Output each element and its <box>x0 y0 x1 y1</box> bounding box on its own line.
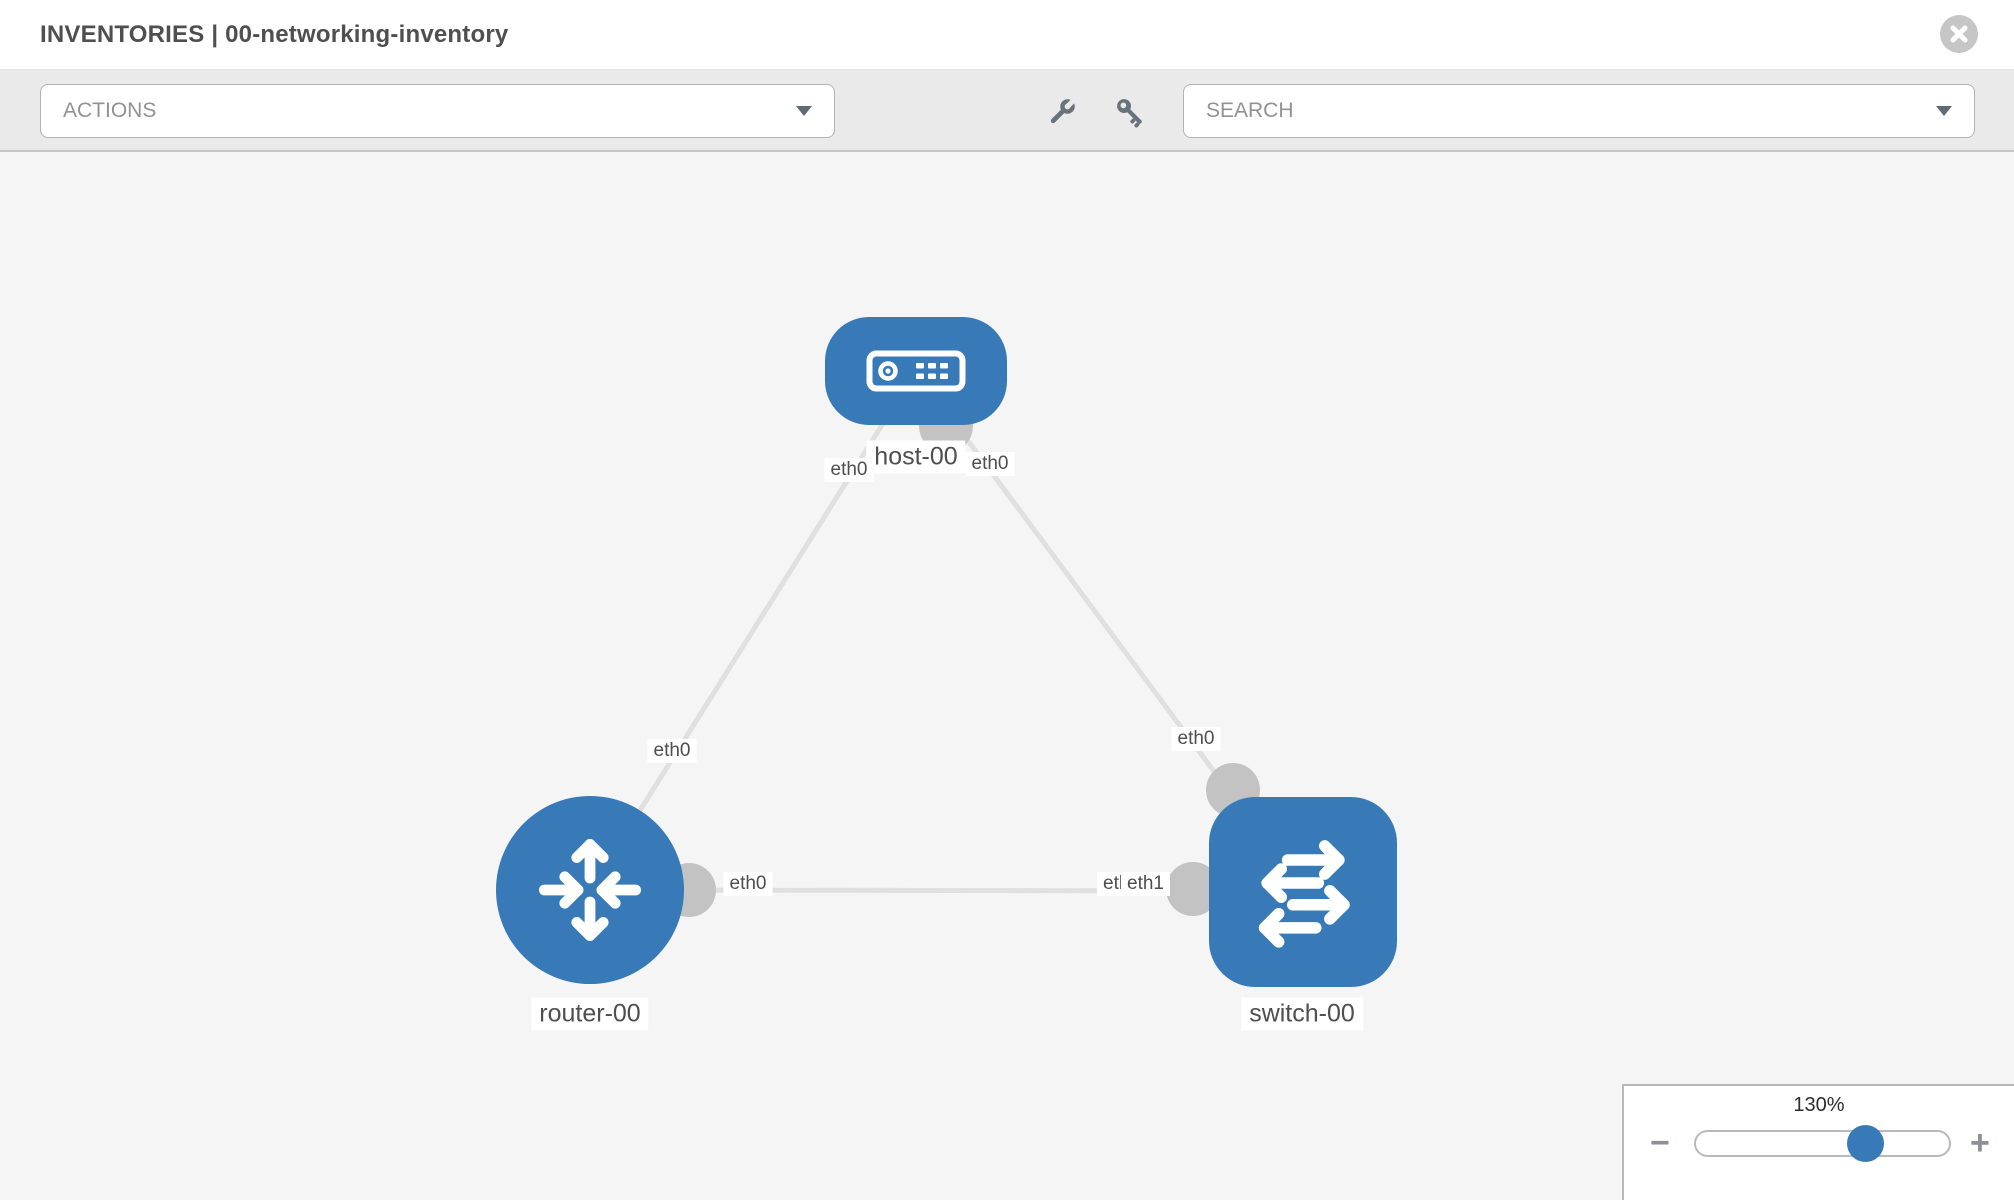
close-button[interactable] <box>1940 15 1978 53</box>
node-host-00[interactable] <box>825 317 1007 425</box>
zoom-in-button[interactable]: + <box>1970 1124 1990 1162</box>
node-label-router: router-00 <box>531 997 649 1031</box>
node-router-00[interactable] <box>496 796 684 984</box>
wrench-icon[interactable] <box>1042 94 1080 132</box>
switch-icon <box>1258 840 1350 948</box>
zoom-slider-thumb[interactable] <box>1847 1125 1884 1162</box>
caret-down-icon <box>1936 106 1952 116</box>
topology-canvas[interactable]: host-00 router-00 switch-00 eth0 eth0 et… <box>0 152 2014 1200</box>
node-label-switch: switch-00 <box>1241 997 1363 1031</box>
eth-label-switch-left-overlap: eth0 eth1 <box>1097 872 1170 896</box>
page-title: INVENTORIES | 00-networking-inventory <box>40 21 509 48</box>
node-label-host: host-00 <box>866 440 966 474</box>
eth-label-switch-uplink: eth0 <box>1171 727 1221 751</box>
actions-dropdown-label: ACTIONS <box>63 99 157 122</box>
zoom-slider-track[interactable] <box>1694 1130 1951 1157</box>
zoom-level-readout: 130% <box>1793 1094 1845 1116</box>
key-icon[interactable] <box>1112 94 1150 132</box>
node-switch-00[interactable] <box>1209 797 1397 987</box>
eth-label-host-right: eth0 <box>965 452 1015 476</box>
topology-links <box>587 369 1306 894</box>
eth-label-router-uplink: eth0 <box>647 739 697 763</box>
caret-down-icon <box>796 106 812 116</box>
actions-dropdown[interactable]: ACTIONS <box>40 84 835 138</box>
router-icon <box>539 839 641 941</box>
search-dropdown[interactable]: SEARCH <box>1183 84 1975 138</box>
eth-label-host-left: eth0 <box>824 458 874 482</box>
eth-label-router-right: eth0 <box>723 872 773 896</box>
toolbar: ACTIONS SEARCH <box>0 70 2014 152</box>
zoom-panel: 130% − + <box>1622 1084 2014 1200</box>
zoom-out-button[interactable]: − <box>1650 1124 1670 1162</box>
server-icon <box>866 350 966 392</box>
search-placeholder: SEARCH <box>1206 99 1294 122</box>
close-icon <box>1950 25 1968 43</box>
header-bar: INVENTORIES | 00-networking-inventory <box>0 0 2014 70</box>
eth-label-switch-left-front: eth1 <box>1121 872 1170 896</box>
